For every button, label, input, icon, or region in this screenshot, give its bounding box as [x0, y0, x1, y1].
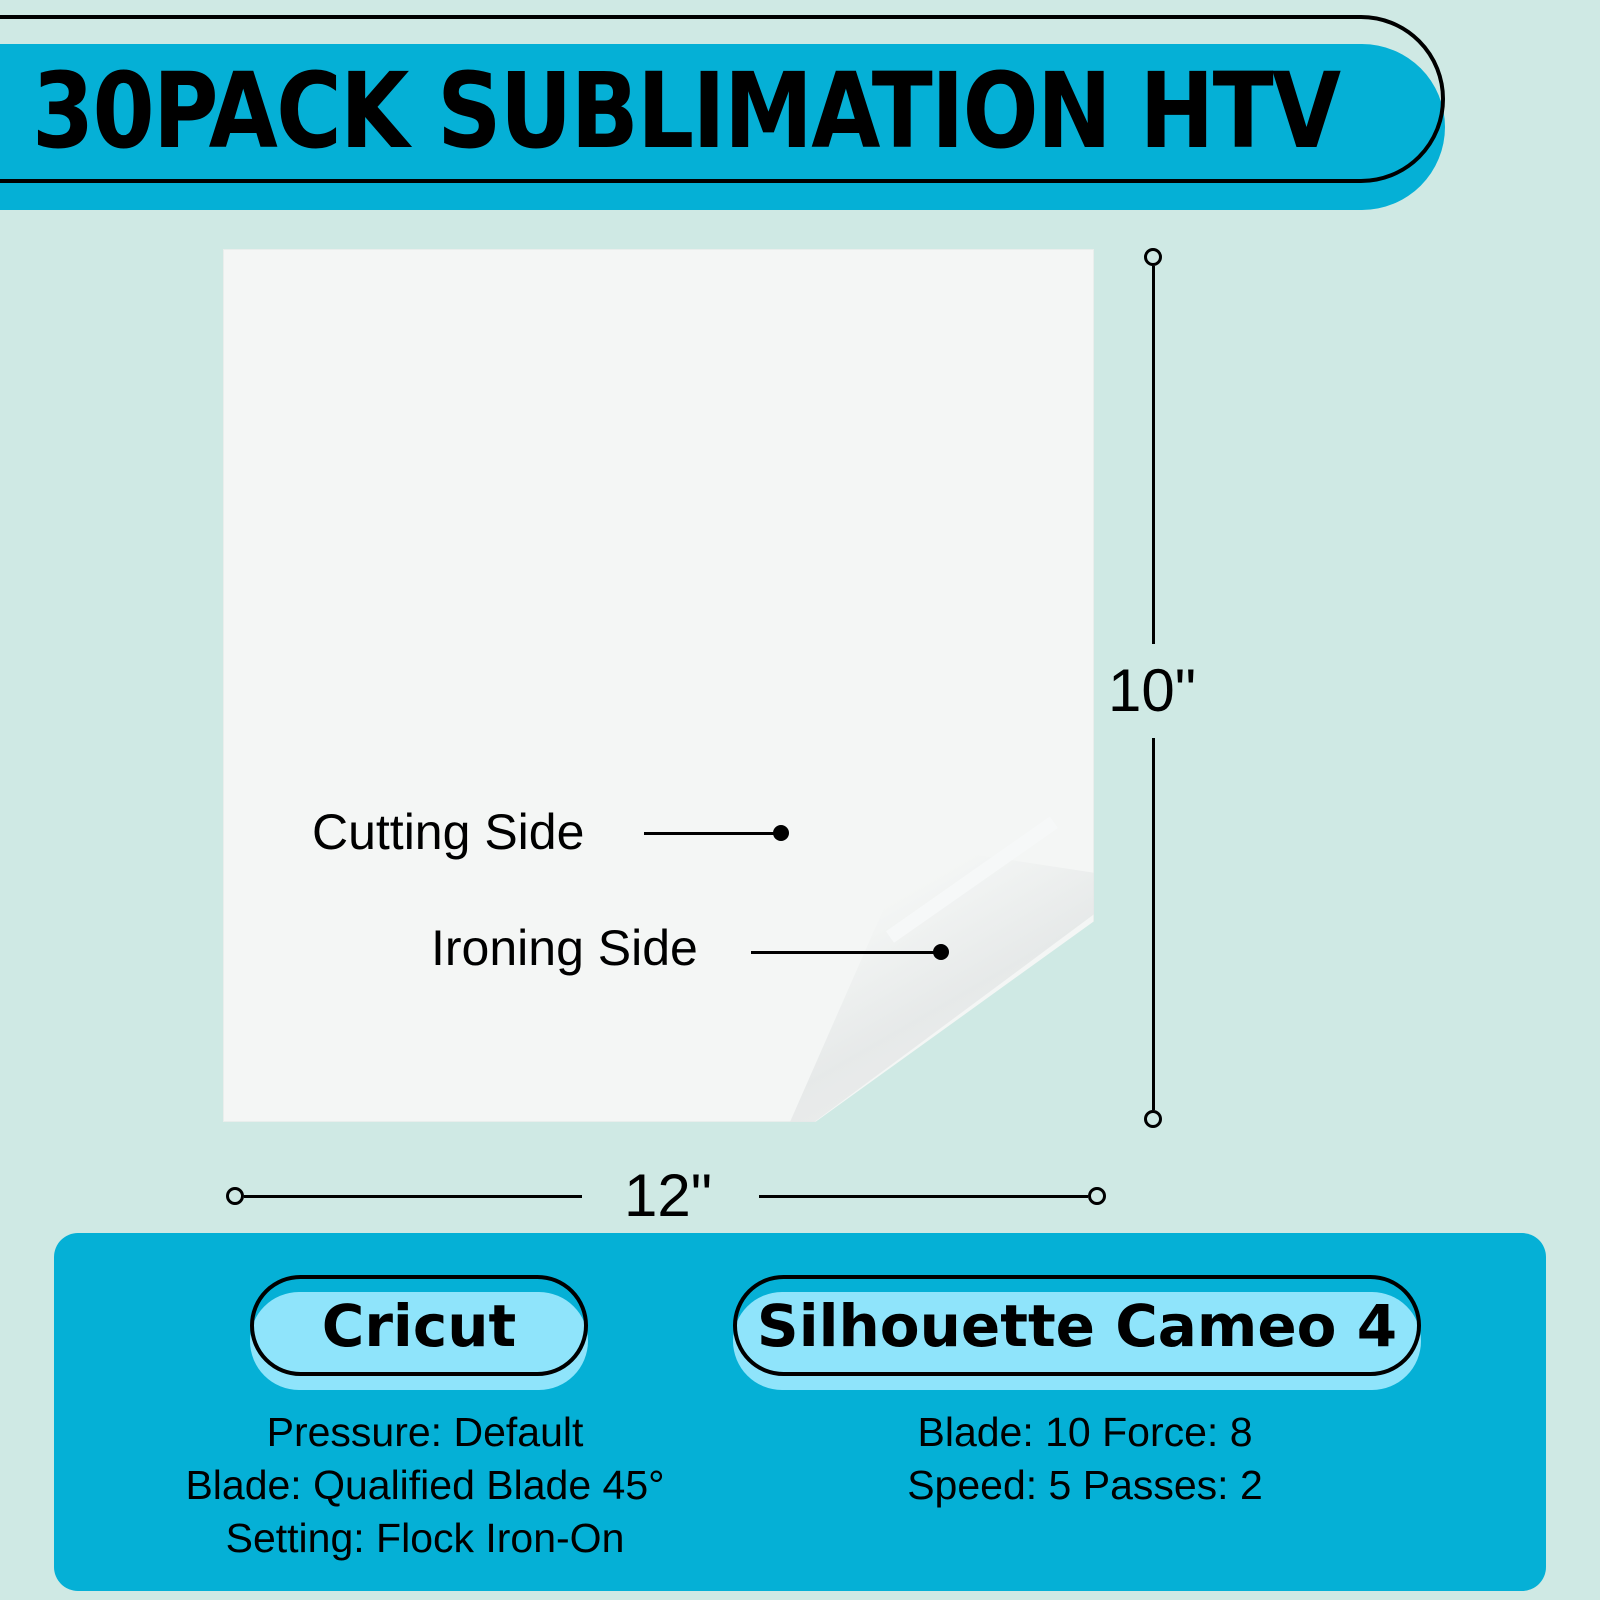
cricut-material-setting: Setting: Flock Iron-On	[225, 1515, 625, 1561]
cricut-heading: Cricut	[321, 1291, 517, 1360]
cricut-settings: Pressure: Default Blade: Qualified Blade…	[140, 1406, 710, 1565]
title-banner-outline	[0, 15, 1445, 183]
silhouette-heading: Silhouette Cameo 4	[756, 1291, 1398, 1360]
width-dimension-label: 12"	[624, 1162, 713, 1229]
page-title: 30PACK SUBLIMATION HTV	[32, 50, 1341, 172]
cricut-heading-pill: Cricut	[250, 1275, 588, 1376]
cutting-side-label: Cutting Side	[312, 804, 585, 860]
height-dimension-start-ring	[1144, 248, 1162, 266]
cutting-side-dot	[773, 825, 789, 841]
ironing-side-label: Ironing Side	[431, 920, 698, 976]
silhouette-blade-force-setting: Blade: 10 Force: 8	[917, 1409, 1253, 1455]
height-dimension-line-top	[1152, 266, 1155, 644]
width-dimension-line-right	[759, 1195, 1088, 1198]
ironing-side-pointer	[751, 951, 941, 954]
height-dimension-line-bottom	[1152, 738, 1155, 1110]
cricut-pressure-setting: Pressure: Default	[266, 1409, 584, 1455]
silhouette-heading-pill: Silhouette Cameo 4	[733, 1275, 1421, 1376]
width-dimension-line-left	[244, 1195, 582, 1198]
width-dimension-end-ring	[1088, 1187, 1106, 1205]
silhouette-speed-passes-setting: Speed: 5 Passes: 2	[907, 1462, 1263, 1508]
cricut-blade-setting: Blade: Qualified Blade 45°	[185, 1462, 665, 1508]
ironing-side-dot	[933, 944, 949, 960]
width-dimension-start-ring	[226, 1187, 244, 1205]
silhouette-settings: Blade: 10 Force: 8 Speed: 5 Passes: 2	[830, 1406, 1340, 1512]
height-dimension-label: 10"	[1108, 657, 1197, 724]
height-dimension-end-ring	[1144, 1110, 1162, 1128]
cutting-side-pointer	[644, 832, 784, 835]
